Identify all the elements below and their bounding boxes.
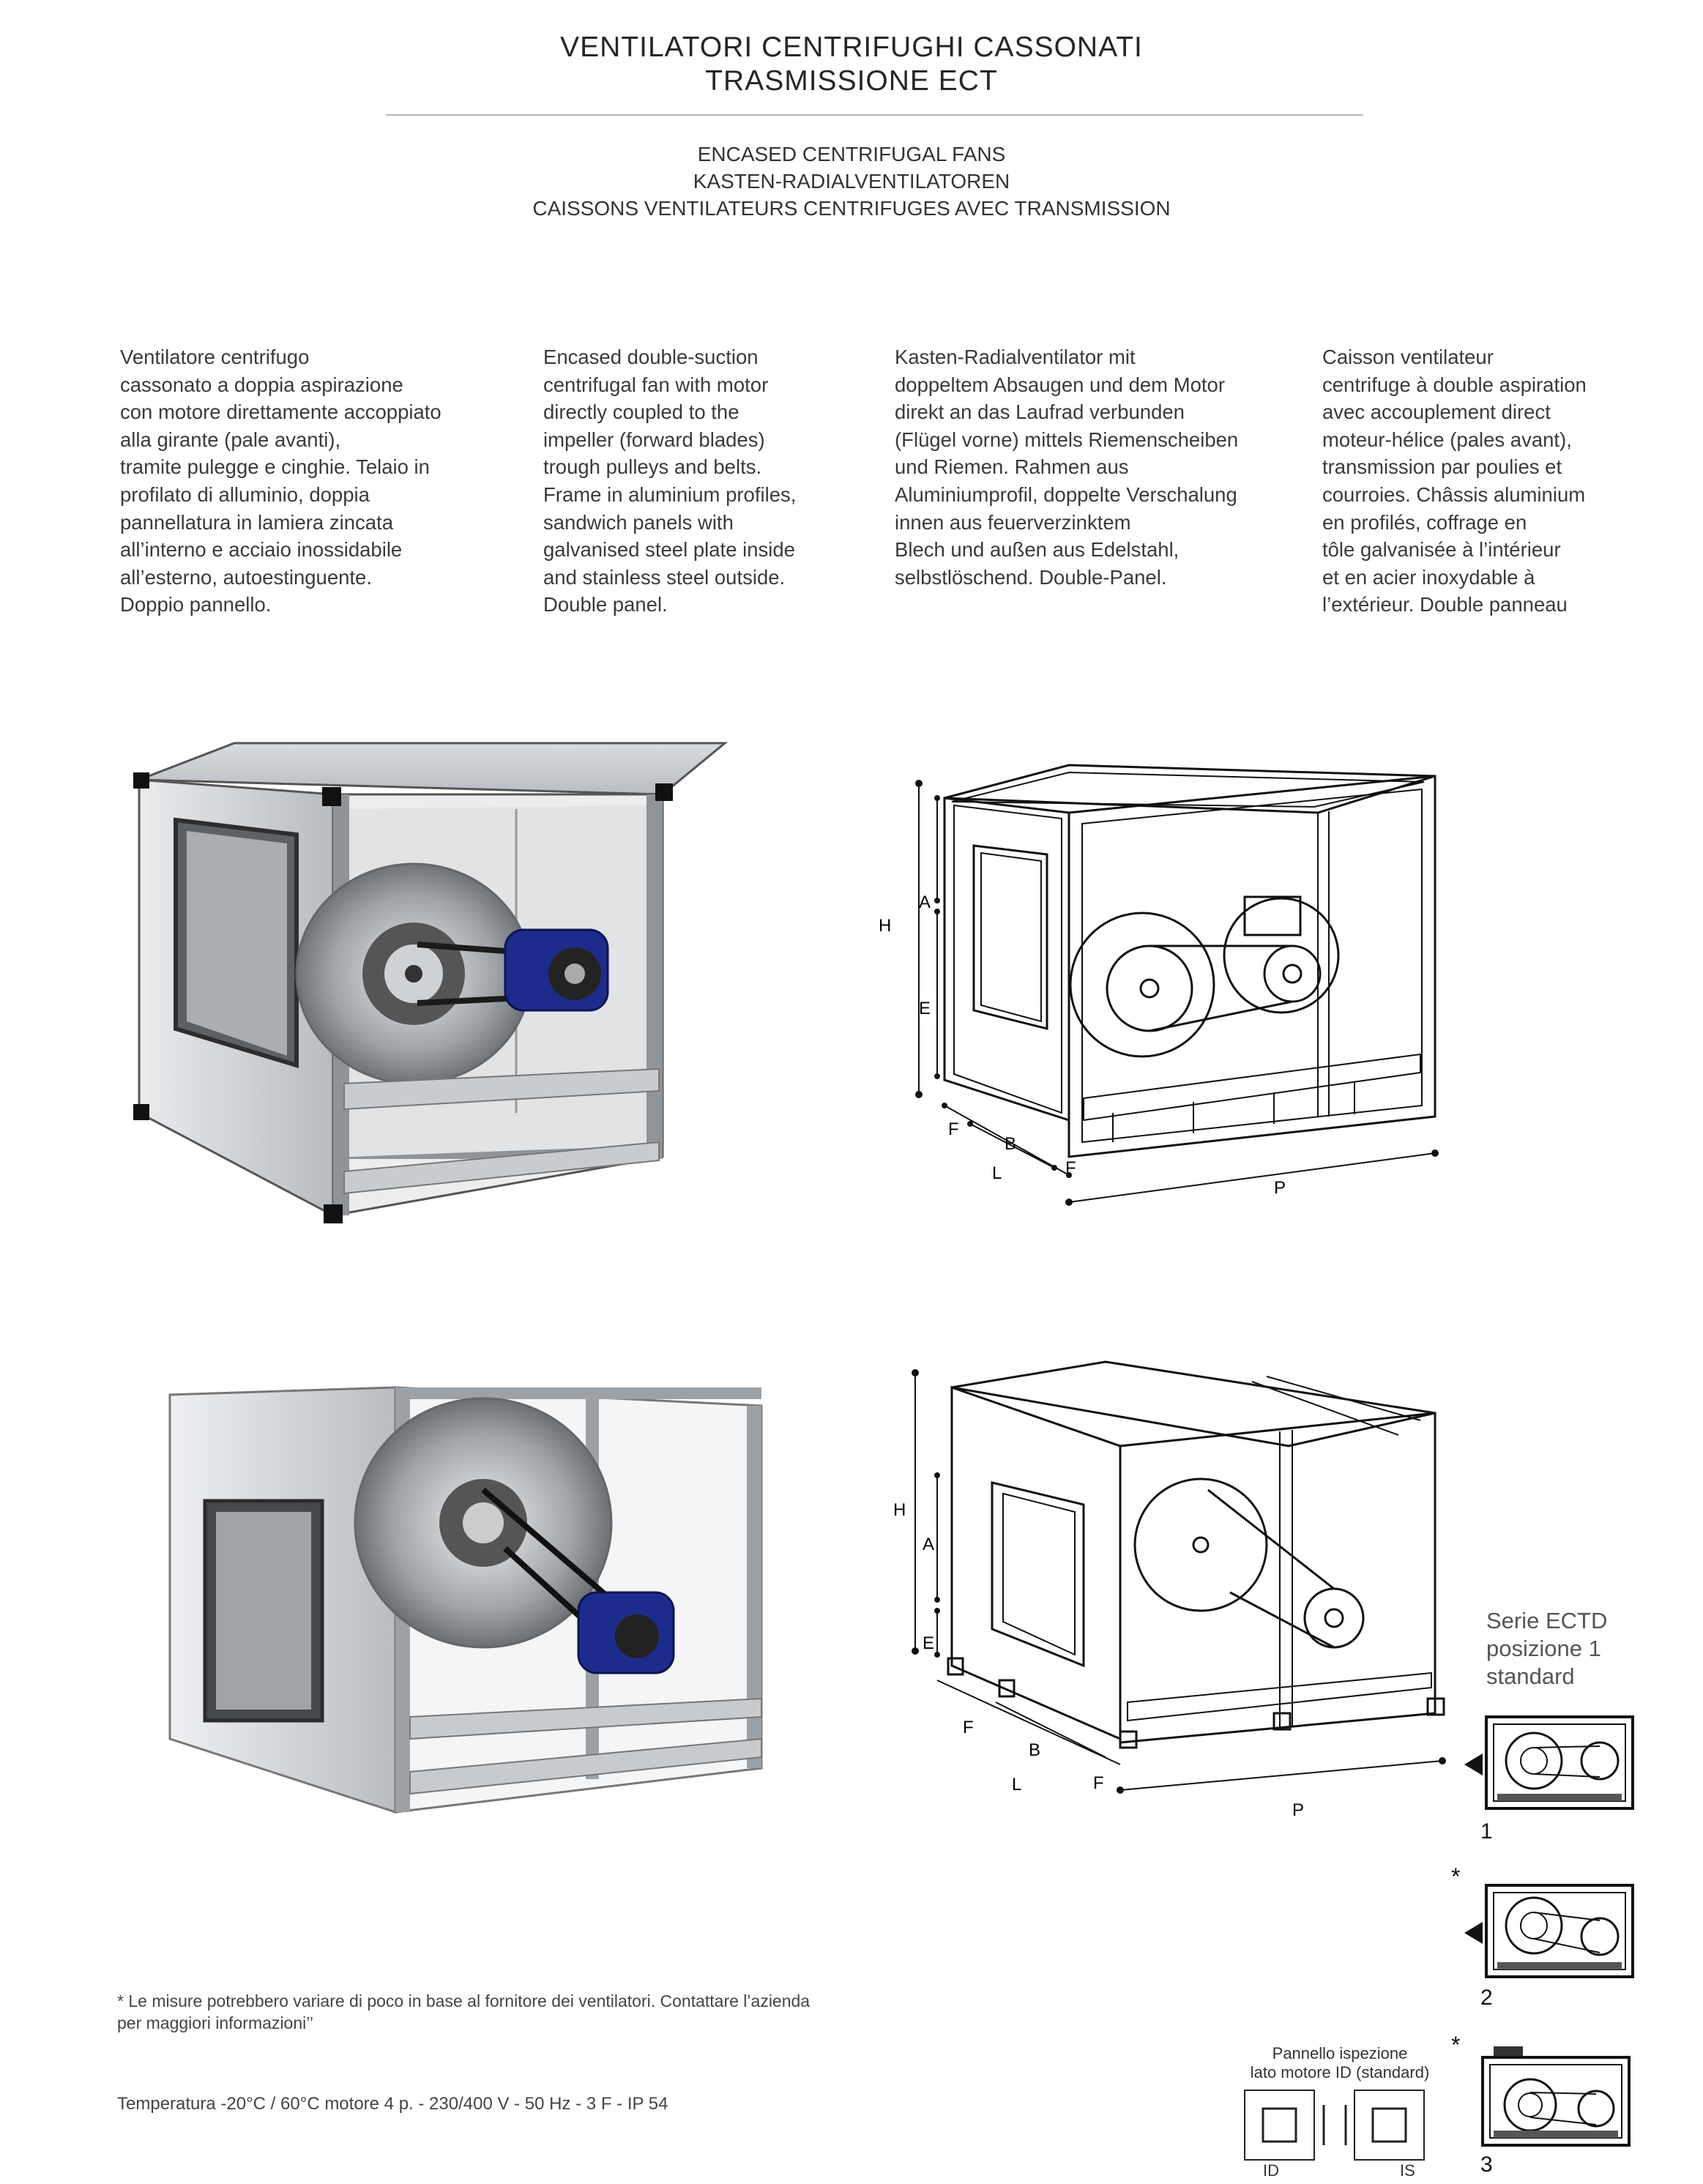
desc-line: Kasten-Radialventilator mit — [895, 346, 1136, 368]
description-de: Kasten-Radialventilator mit doppeltem Ab… — [895, 343, 1312, 591]
dim-label-L: L — [992, 1163, 1002, 1183]
dim-label-A: A — [923, 1535, 934, 1554]
desc-line: pannellatura in lamiera zincata — [120, 510, 393, 534]
desc-line: all’interno e acciaio inossidabile — [120, 538, 403, 562]
subtitle-de: KASTEN-RADIALVENTILATOREN — [693, 170, 1010, 193]
page-title-line2: TRASMISSIONE ECT — [705, 65, 998, 97]
description-it: Ventilatore centrifugo cassonato a doppi… — [120, 343, 515, 619]
desc-line: moteur-hélice (pales avant), — [1322, 428, 1572, 451]
desc-line: con motore direttamente accoppiato — [120, 400, 441, 424]
temperature-spec: Temperatura -20°C / 60°C motore 4 p. - 2… — [117, 2094, 668, 2114]
desc-line: galvanised steel plate inside — [543, 538, 795, 562]
desc-line: and stainless steel outside. — [543, 565, 786, 589]
footnote-line: per maggiori informazioni’’ — [117, 2013, 314, 2032]
serie-line: Serie ECTD — [1486, 1608, 1608, 1633]
serie-line: standard — [1486, 1663, 1575, 1689]
dim-label-A: A — [919, 892, 931, 912]
desc-line: Frame in aluminium profiles, — [543, 482, 797, 506]
desc-line: doppeltem Absaugen und dem Motor — [895, 373, 1225, 396]
position-star-2: * — [1451, 1863, 1461, 1890]
inspection-panel-diagram — [1244, 2090, 1425, 2161]
position-number-3: 3 — [1480, 2153, 1493, 2177]
dim-label-F-right: F — [1065, 1158, 1076, 1178]
title-divider — [386, 114, 1363, 116]
panel-title-line: lato motore ID (standard) — [1250, 2063, 1430, 2081]
desc-line: Caisson ventilateur — [1322, 346, 1494, 368]
desc-line: profilato di alluminio, doppia — [120, 482, 370, 506]
dim-label-L: L — [1012, 1775, 1021, 1794]
desc-line: all’esterno, autoestinguente. — [120, 565, 372, 589]
position-diagram-3 — [1481, 2046, 1631, 2147]
dim-label-P: P — [1274, 1178, 1286, 1198]
position-diagram-2 — [1464, 1884, 1634, 1978]
desc-line: cassonato a doppia aspirazione — [120, 373, 403, 396]
subtitle-en: ENCASED CENTRIFUGAL FANS — [697, 143, 1006, 165]
dim-label-P: P — [1292, 1800, 1304, 1820]
desc-line: directly coupled to the — [543, 400, 739, 424]
desc-line: selbstlöschend. Double-Panel. — [895, 565, 1167, 589]
desc-line: Doppio pannello. — [120, 593, 272, 616]
dim-label-F-left: F — [963, 1718, 974, 1737]
position-diagram-1 — [1464, 1715, 1634, 1810]
serie-label: Serie ECTD posizione 1 standard — [1486, 1607, 1607, 1691]
desc-line: Blech und außen aus Edelstahl, — [895, 538, 1180, 562]
dim-label-E: E — [919, 999, 931, 1018]
dim-label-H: H — [879, 916, 891, 936]
desc-line: tramite pulegge e cinghie. Telaio in — [120, 455, 430, 479]
dim-label-E: E — [923, 1633, 934, 1653]
desc-line: innen aus feuerverzinktem — [895, 510, 1131, 534]
desc-line: direkt an das Laufrad verbunden — [895, 400, 1185, 424]
desc-line: en profilés, coffrage en — [1322, 510, 1527, 534]
dim-label-F-left: F — [948, 1119, 959, 1139]
position-star-3: * — [1451, 2032, 1461, 2058]
position-number-1: 1 — [1480, 1819, 1493, 1844]
fan-photo-open-frame — [161, 1373, 776, 1827]
dimension-drawing-2: H A E F B L F P — [893, 1360, 1446, 1820]
desc-line: und Riemen. Rahmen aus — [895, 455, 1129, 479]
desc-line: Ventilatore centrifugo — [120, 346, 310, 368]
dim-label-H: H — [893, 1500, 906, 1520]
desc-line: Aluminiumprofil, doppelte Verschalung — [895, 482, 1237, 506]
subtitle-fr: CAISSONS VENTILATEURS CENTRIFUGES AVEC T… — [532, 197, 1171, 220]
desc-line: Encased double-suction — [543, 346, 759, 368]
desc-line: alla girante (pale avanti), — [120, 428, 341, 451]
desc-line: et en acier inoxydable à — [1322, 565, 1535, 589]
desc-line: transmission par poulies et — [1322, 455, 1562, 479]
dim-label-F-right: F — [1093, 1773, 1104, 1793]
panel-title-line: Pannello ispezione — [1272, 2044, 1408, 2062]
inspection-panel-title: Pannello ispezione lato motore ID (stand… — [1237, 2044, 1442, 2082]
desc-line: tôle galvanisée à l’intérieur — [1322, 538, 1561, 562]
serie-line: posizione 1 — [1486, 1636, 1601, 1661]
desc-line: trough pulleys and belts. — [543, 455, 762, 479]
dim-label-B: B — [1005, 1134, 1016, 1154]
page-title-line1: VENTILATORI CENTRIFUGHI CASSONATI — [560, 31, 1143, 63]
panel-label-is: IS — [1400, 2161, 1415, 2180]
dim-label-B: B — [1029, 1740, 1040, 1760]
desc-line: Double panel. — [543, 593, 668, 616]
desc-line: l’extérieur. Double panneau — [1322, 593, 1568, 616]
footnote: * Le misure potrebbero variare di poco i… — [117, 1990, 996, 2034]
desc-line: centrifugal fan with motor — [543, 373, 769, 396]
panel-label-id: ID — [1263, 2161, 1279, 2180]
desc-line: impeller (forward blades) — [543, 428, 765, 451]
desc-line: avec accouplement direct — [1322, 400, 1551, 424]
dimension-drawing-1: H A E F B L F P — [879, 764, 1439, 1206]
desc-line: courroies. Châssis aluminium — [1322, 482, 1586, 506]
desc-line: centrifuge à double aspiration — [1322, 373, 1587, 396]
desc-line: sandwich panels with — [543, 510, 734, 534]
desc-line: (Flügel vorne) mittels Riemenscheiben — [895, 428, 1239, 451]
fan-photo-enclosed — [124, 732, 732, 1245]
position-number-2: 2 — [1480, 1986, 1493, 2010]
description-en: Encased double-suction centrifugal fan w… — [543, 343, 887, 619]
footnote-line: * Le misure potrebbero variare di poco i… — [117, 1991, 810, 2010]
description-fr: Caisson ventilateur centrifuge à double … — [1322, 343, 1688, 619]
